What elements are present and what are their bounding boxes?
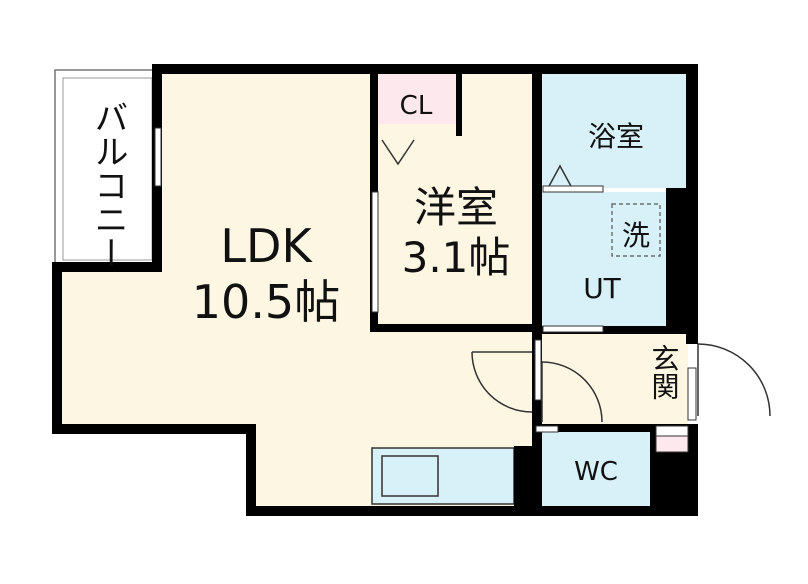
washer-spot [611,203,661,257]
ldk-name: LDK [220,219,313,273]
entrance-floor [542,334,688,424]
western-size: 3.1帖 [402,233,511,282]
sliding-panels [154,127,697,433]
ldk-floor [58,70,538,510]
utility-floor [542,192,666,326]
toilet-name: WC [574,457,618,487]
entrance-step [655,425,689,437]
kitchen-sink [381,455,439,497]
bath-floor [542,74,688,188]
balcony [54,69,159,267]
closet-name: CL [400,91,433,121]
balcony-name: バルコニー [88,100,128,270]
toilet-floor [542,430,650,510]
bath-name: 浴室 [588,120,644,153]
doors [381,139,771,423]
washer-name: 洗 [622,219,650,252]
ldk-size: 10.5帖 [192,275,340,329]
entrance-name: 玄関 [648,344,681,400]
closet-floor [376,74,458,124]
western-name: 洋室 [414,183,498,232]
utility-name: UT [583,272,621,305]
